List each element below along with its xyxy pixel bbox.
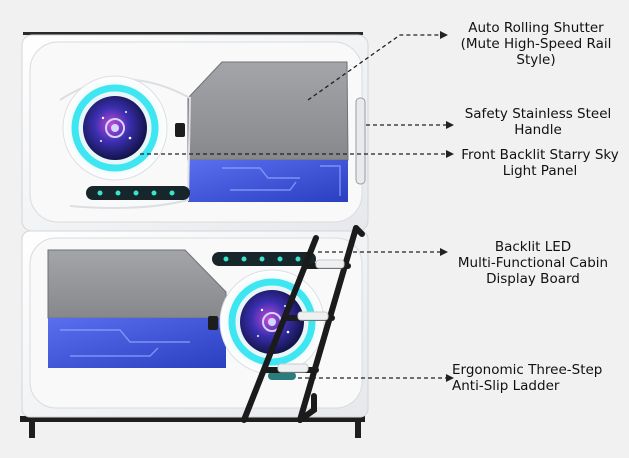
- callout-arrowheads: [440, 31, 454, 382]
- callout-led-display-board: Backlit LED Multi-Functional Cabin Displ…: [457, 239, 609, 287]
- callout-three-step-ladder: Ergonomic Three-Step Anti-Slip Ladder: [452, 362, 603, 394]
- callout-starry-light-panel: Front Backlit Starry Sky Light Panel: [461, 147, 619, 179]
- upper-led-strip: [86, 186, 190, 200]
- lower-starry-panel-icon: [219, 269, 325, 375]
- cabinet-base: [20, 416, 365, 438]
- led-display-board-icon: [212, 252, 316, 266]
- callout-auto-rolling-shutter: Auto Rolling Shutter (Mute High-Speed Ra…: [460, 20, 612, 68]
- callout-leaders: [140, 34, 446, 379]
- lower-cabin: [21, 230, 369, 418]
- ladder-tread-pads: [277, 259, 345, 373]
- top-trim: [23, 32, 363, 35]
- stainless-steel-handle-icon: [355, 97, 366, 185]
- callout-safety-handle: Safety Stainless Steel Handle: [464, 106, 612, 138]
- upper-cabin: [21, 34, 369, 232]
- starry-sky-light-panel-icon: [62, 75, 168, 181]
